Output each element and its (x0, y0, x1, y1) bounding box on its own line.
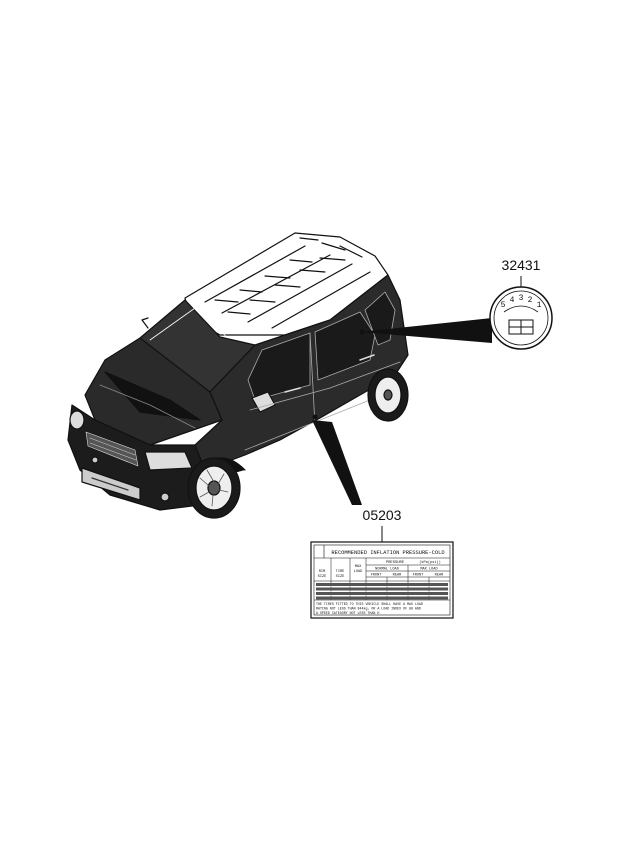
tire-pressure-label: RECOMMENDED INFLATION PRESSURE-COLD RIM … (310, 541, 454, 619)
gear-label-location (359, 329, 365, 335)
max-load-header: MAX (355, 565, 362, 569)
vehicle-illustration (67, 232, 409, 519)
tire-spec-rows (314, 583, 450, 600)
tire-label-footnote-3: A SPEED CATEGORY NOT LESS THAN H (316, 611, 379, 615)
gear-3: 3 (519, 294, 524, 303)
shift-pattern-label: 5 4 3 2 1 (489, 286, 553, 350)
gear-2: 2 (528, 296, 533, 305)
tire-label-footnote-2: RATING NOT LESS THAN 844kg, OR A LOAD IN… (316, 607, 421, 611)
max-load-pressure-header: MAX LOAD (420, 568, 437, 572)
tire-label-location (312, 414, 318, 420)
rear-max-header: REAR (435, 574, 444, 578)
rim-header-2: SIZE (318, 575, 327, 579)
tire-label-footnote-1: THE TIRES FITTED TO THIS VEHICLE SHALL H… (316, 602, 423, 606)
front-normal-header: FRONT (371, 574, 383, 578)
pressure-header: PRESSURE (386, 561, 405, 565)
front-max-header: FRONT (413, 574, 425, 578)
normal-load-header: NORMAL LOAD (375, 568, 399, 572)
max-load-header-2: LOAD (354, 570, 363, 574)
gear-label-leader (360, 318, 492, 343)
gear-4: 4 (510, 296, 515, 305)
tire-size-header-2: SIZE (336, 575, 345, 579)
tire-label-part-number: 05203 (363, 507, 402, 523)
tire-label-leader (312, 420, 362, 505)
tire-label-title: RECOMMENDED INFLATION PRESSURE-COLD (331, 550, 444, 556)
gear-label-part-number: 32431 (502, 257, 541, 273)
tire-size-header: TIRE (336, 570, 345, 574)
rear-normal-header: REAR (393, 574, 402, 578)
pressure-unit: (kPa(psi)) (419, 560, 441, 565)
gear-1: 1 (537, 301, 542, 310)
gear-5: 5 (501, 301, 506, 310)
rim-header: RIM (319, 570, 325, 574)
